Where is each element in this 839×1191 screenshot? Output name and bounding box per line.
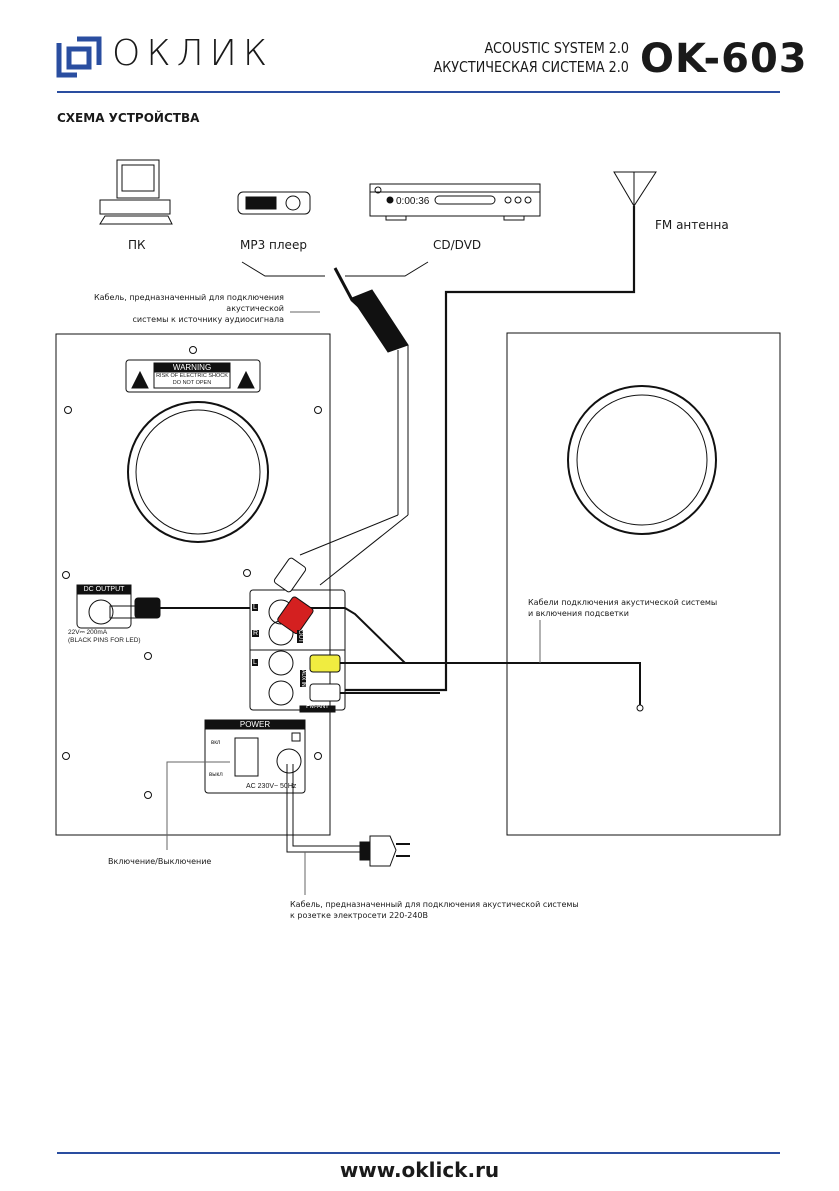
out-label: OUT	[297, 630, 303, 643]
audio-cable-caption: Кабель, предназначенный для подключения …	[93, 293, 284, 324]
header-divider	[57, 91, 780, 93]
pc-label: ПК	[128, 238, 146, 252]
power-label: POWER	[239, 720, 271, 729]
website-link[interactable]: www.oklick.ru	[339, 1158, 500, 1182]
dc-output-label: DC OUTPUT	[83, 586, 125, 593]
dc-spec: 22V⎓ 200mA(BLACK PINS FOR LED)	[68, 629, 141, 644]
antenna-label: FM антенна	[655, 218, 729, 232]
cd-display: 0:00:36	[396, 196, 430, 207]
power-on-label: вкл	[211, 740, 221, 746]
section-title: СХЕМА УСТРОЙСТВА	[57, 111, 200, 125]
power-switch-caption: Включение/Выключение	[108, 857, 212, 866]
logo-icon	[56, 36, 102, 78]
subtitle-ru: АКУСТИЧЕСКАЯ СИСТЕМА 2.0	[433, 58, 629, 76]
aux-label: AUX IN	[300, 670, 306, 687]
cd-player-icon: 0:00:36	[369, 183, 541, 221]
power-plug-icon	[359, 835, 410, 867]
model-title: OK-603	[640, 36, 808, 82]
port-l-label: L	[252, 604, 258, 611]
power-switch[interactable]	[237, 738, 258, 776]
subtitle-en: ACOUSTIC SYSTEM 2.0	[484, 39, 629, 57]
port-l2-label: L	[252, 659, 258, 666]
ac-spec: AC 230V~ 50Hz	[246, 783, 297, 790]
mp3-label: MP3 плеер	[240, 238, 307, 252]
power-off-label: выкл	[209, 772, 223, 778]
mp3-player-icon	[237, 191, 311, 215]
antenna-icon	[613, 171, 657, 207]
brand-name: ОКЛИК	[112, 33, 274, 74]
power-cable-caption: Кабель, предназначенный для подключения …	[290, 900, 579, 920]
pc-icon	[99, 159, 173, 225]
fm-ant-label: FM-ANT	[306, 704, 329, 710]
warning-title: WARNING	[172, 363, 212, 372]
port-r-label: R	[252, 630, 260, 637]
cd-label: CD/DVD	[433, 238, 482, 252]
